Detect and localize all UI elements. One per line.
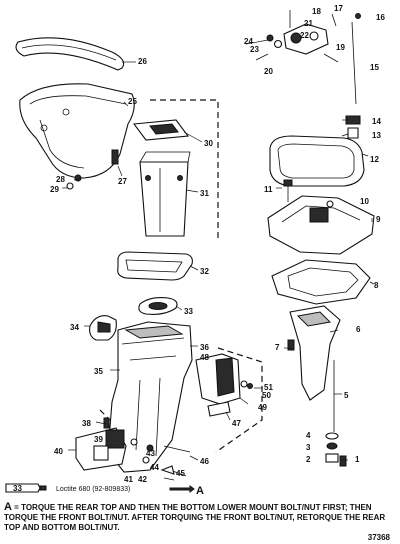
exhaust-plate [132,119,190,141]
side-bracket-parts [195,353,253,417]
drive-shaft-seal [269,135,365,187]
callout-3: 3 [306,443,311,452]
callout-31: 31 [200,189,209,198]
callout-24: 24 [244,37,253,46]
shift-shaft [323,21,357,105]
callout-39: 39 [94,435,103,444]
upper-mount [89,315,117,341]
callout-29: 29 [50,185,59,194]
callout-12: 12 [370,155,379,164]
callout-45: 45 [176,469,185,478]
callout-20: 20 [264,67,273,76]
callout-5: 5 [344,391,349,400]
callout-6: 6 [356,325,361,334]
callout-13: 13 [372,131,381,140]
lower-mounts [75,427,138,471]
callout-30: 30 [204,139,213,148]
callout-26: 26 [138,57,147,66]
assembly-guide-lines [99,99,263,453]
callout-25: 25 [128,97,137,106]
callout-43: 43 [146,449,155,458]
callout-11: 11 [264,185,273,194]
sealant-tube-number: 33 [13,484,22,493]
leader-lines [62,39,375,481]
callout-numbers: 1 2 3 4 5 6 7 8 9 10 11 12 13 14 15 16 1… [50,4,385,497]
callout-1: 1 [355,455,360,464]
callout-7: 7 [275,343,280,352]
figure-number: 37368 [367,533,390,542]
callout-49: 49 [258,403,267,412]
adapter-gasket-lower [271,259,371,305]
seal-ring [138,297,178,315]
callout-33: 33 [184,307,193,316]
bottom-cowl [19,83,135,179]
mount-washers [325,432,347,467]
bushings [345,115,361,139]
sealant-label: Loctite 680 (92-809833) [56,486,130,493]
callout-46: 46 [200,457,209,466]
exhaust-tube [139,151,191,237]
lower-adapter [287,305,341,432]
callout-50: 50 [262,391,271,400]
callout-41: 41 [124,475,133,484]
callout-44: 44 [150,463,159,472]
callout-14: 14 [372,117,381,126]
top-cowl-seal [15,37,125,71]
torque-note: A = TORQUE THE REAR TOP AND THEN THE BOT… [4,502,398,533]
adapter-plate [267,195,375,255]
callout-51: 51 [264,383,273,392]
callout-32: 32 [200,267,209,276]
housing-hardware [142,444,191,477]
callout-35: 35 [94,367,103,376]
callout-4: 4 [306,431,311,440]
torque-marker-a: A [196,485,204,497]
callout-23: 23 [250,45,259,54]
callout-10: 10 [360,197,369,206]
torque-note-text: = TORQUE THE REAR TOP AND THEN THE BOTTO… [4,503,386,532]
exploded-parts-diagram: 33 Loctite 680 (92-809833) [5,4,385,497]
callout-21: 21 [304,19,313,28]
torque-note-key: A [4,501,12,513]
adapter-bolt [283,179,293,202]
callout-48: 48 [200,353,209,362]
callout-42: 42 [138,475,147,484]
callout-18: 18 [312,7,321,16]
callout-28: 28 [56,175,65,184]
callout-36: 36 [200,343,209,352]
adapter-gasket [117,251,193,281]
callout-19: 19 [336,43,345,52]
driveshaft-housing [107,321,193,473]
sealant-tube-icon: 33 [5,483,47,493]
callout-27: 27 [118,177,127,186]
callout-16: 16 [376,13,385,22]
callout-17: 17 [334,4,343,13]
callout-34: 34 [70,323,79,332]
callout-40: 40 [54,447,63,456]
shift-arm-assembly [266,10,361,55]
callout-22: 22 [300,31,309,40]
callout-47: 47 [232,419,241,428]
callout-15: 15 [370,63,379,72]
callout-2: 2 [306,455,311,464]
callout-8: 8 [374,281,379,290]
callout-9: 9 [376,215,381,224]
callout-38: 38 [82,419,91,428]
